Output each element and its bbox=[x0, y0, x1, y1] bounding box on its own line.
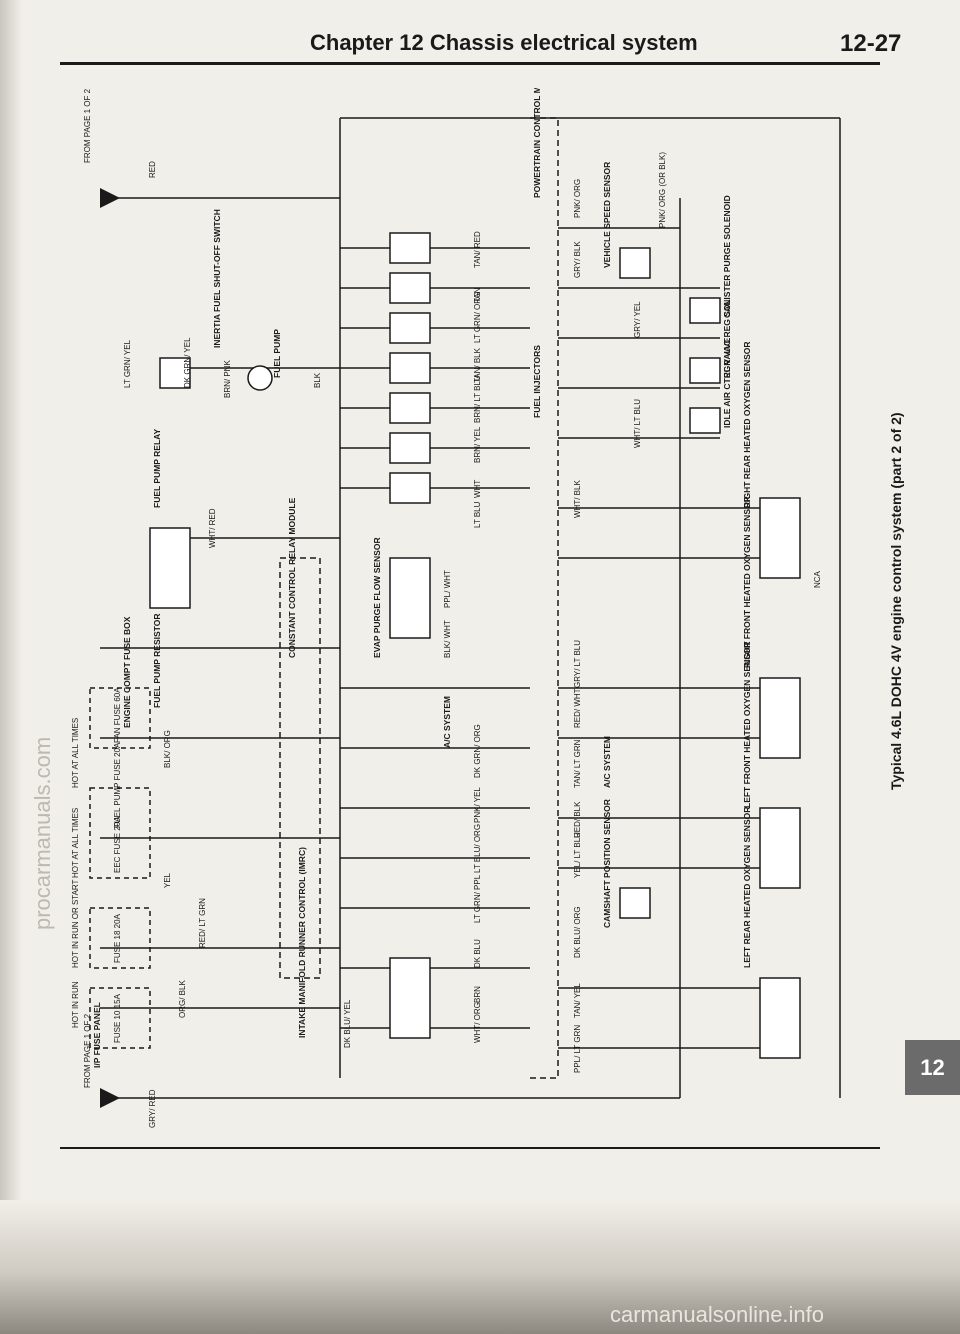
evap-sensor-label: EVAP PURGE FLOW SENSOR bbox=[372, 537, 382, 658]
canister-purge-label: CANISTER PURGE SOLENOID bbox=[722, 195, 732, 318]
wire-label-wht-org: WHT/ ORG bbox=[473, 1002, 482, 1043]
ip-fuse-panel-label: I/P FUSE PANEL bbox=[92, 1002, 102, 1068]
wire-label-brn-lt-blu: BRN/ LT BLU bbox=[473, 375, 482, 423]
wire-label-lt-blu-org: LT BLU/ ORG bbox=[473, 824, 482, 873]
wire-label-red-wht: RED/ WHT bbox=[573, 688, 582, 728]
ho2s-rr-label: RIGHT REAR HEATED OXYGEN SENSOR bbox=[742, 341, 752, 508]
wire-label-pnk-org: PNK/ ORG bbox=[573, 179, 582, 218]
inertia-switch-label: INERTIA FUEL SHUT-OFF SWITCH bbox=[212, 209, 222, 348]
watermark-side: procarmanuals.com bbox=[30, 736, 55, 930]
fuel-injectors-label: FUEL INJECTORS bbox=[532, 345, 542, 418]
wire-label-gry-lt-blu: GRY/ LT BLU bbox=[573, 640, 582, 688]
page-bottom-shadow bbox=[0, 1200, 960, 1334]
wire-label-brn-yel: BRN/ YEL bbox=[473, 426, 482, 463]
wire-label-tan-lt-grn: TAN/ LT GRN bbox=[573, 739, 582, 788]
wire-label-yel: YEL bbox=[163, 872, 172, 888]
engine-fuse-box-label: ENGINE COMPT FUSE BOX bbox=[122, 616, 132, 728]
page-header: Chapter 12 Chassis electrical system 12-… bbox=[0, 0, 960, 70]
wire-label-red-blk: RED/ BLK bbox=[573, 801, 582, 838]
vss-label: VEHICLE SPEED SENSOR bbox=[602, 162, 612, 268]
wire-label-tan: TAN bbox=[473, 287, 482, 303]
wire-label-pnk-org-blk: PNK/ ORG (OR BLK) bbox=[658, 152, 667, 228]
fan-fuse-label: FAN FUSE 60A bbox=[113, 687, 122, 743]
cmp-label: CAMSHAFT POSITION SENSOR bbox=[602, 799, 612, 928]
page-number: 12-27 bbox=[840, 30, 902, 57]
ccrm-label: CONSTANT CONTROL RELAY MODULE bbox=[287, 497, 297, 658]
ho2s-rf-label: RIGHT FRONT HEATED OXYGEN SENSOR bbox=[742, 496, 752, 668]
fuel-pump-resistor-label: FUEL PUMP RESISTOR bbox=[152, 614, 162, 708]
iac-label: IDLE AIR CTRL VALVE bbox=[722, 337, 732, 428]
wire-label-dk-grn-org: DK GRN/ ORG bbox=[473, 724, 482, 778]
wire-label-lt-grn-org: LT GRN/ ORG bbox=[473, 292, 482, 343]
wire-label-lt-blu: LT BLU bbox=[473, 501, 482, 528]
wiring-diagram: FROM PAGE 1 OF 2 FROM PAGE 1 OF 2 POWERT… bbox=[71, 88, 841, 1128]
wire-label-blk-wht: BLK/ WHT bbox=[443, 620, 452, 658]
ho2s-lr-label: LEFT REAR HEATED OXYGEN SENSOR bbox=[742, 807, 752, 968]
ac-system-label-1: A/C SYSTEM bbox=[442, 696, 452, 748]
wire-label-dk-grn-yel: DK GRN/ YEL bbox=[183, 337, 192, 388]
footer-rule bbox=[60, 1147, 880, 1149]
wire-label-yel-lt-blu: YEL/ LT BLU bbox=[573, 832, 582, 878]
header-rule bbox=[60, 62, 880, 65]
wire-label-pnk-yel: PNK/ YEL bbox=[473, 787, 482, 823]
wire-label-lt-grn-ppl: LT GRN/ PPL bbox=[473, 874, 482, 923]
chapter-title: Chapter 12 Chassis electrical system bbox=[310, 30, 698, 55]
eec-fuse-label: EEC FUSE 20A bbox=[113, 816, 122, 873]
wire-label-tan-red: TAN/ RED bbox=[473, 231, 482, 268]
from-page-flags bbox=[100, 188, 120, 1108]
wire-label-gry-red: GRY/ RED bbox=[148, 1089, 157, 1128]
egr-vac-label: EGR VAC REG SOL bbox=[722, 299, 732, 378]
wire-label-brn-pnk: BRN/ PNK bbox=[223, 360, 232, 398]
wire-label-dk-blu-org: DK BLU/ ORG bbox=[573, 906, 582, 958]
fuse-hot-run-start-label: HOT IN RUN OR START bbox=[71, 879, 80, 968]
wire-label-gry-blk: GRY/ BLK bbox=[573, 241, 582, 278]
wire-label-wht-blk: WHT/ BLK bbox=[573, 480, 582, 518]
wire-label-gry-yel: GRY/ YEL bbox=[633, 301, 642, 338]
fuel-pump-relay-label: FUEL PUMP RELAY bbox=[152, 428, 162, 508]
wire-label-red-lt-grn: RED/ LT GRN bbox=[198, 898, 207, 948]
figure-caption: Typical 4.6L DOHC 4V engine control syst… bbox=[888, 412, 904, 790]
wire-lines bbox=[89, 117, 841, 1099]
wire-label-lt-grn-yel: LT GRN/ YEL bbox=[123, 339, 132, 388]
fuse-18-label: FUSE 18 20A bbox=[113, 913, 122, 963]
wire-label-dk-blu: DK BLU bbox=[473, 939, 482, 968]
fuse-hot-all-2-label: HOT AT ALL TIMES bbox=[71, 718, 80, 788]
wire-label-wht-red: WHT/ RED bbox=[208, 508, 217, 548]
fuel-pump-fuse-label: FUEL PUMP FUSE 20A bbox=[113, 742, 122, 828]
wire-label-wht: WHT bbox=[473, 480, 482, 498]
wire-label-tan-yel: TAN/ YEL bbox=[573, 983, 582, 1018]
wire-label-brn: BRN bbox=[473, 986, 482, 1003]
pcm-label: POWERTRAIN CONTROL MODULE bbox=[532, 88, 542, 198]
wire-label-nca: NCA bbox=[813, 570, 822, 588]
injector-symbols bbox=[389, 232, 431, 504]
fuse-hot-run-label: HOT IN RUN bbox=[71, 981, 80, 1028]
from-page-top-label: FROM PAGE 1 OF 2 bbox=[83, 88, 92, 163]
wire-label-wht-lt-blu: WHT/ LT BLU bbox=[633, 399, 642, 448]
component-boxes bbox=[149, 247, 801, 1059]
chapter-tab: 12 bbox=[905, 1040, 960, 1095]
watermark-bottom: carmanualsonline.info bbox=[610, 1302, 825, 1327]
wire-label-ppl-lt-grn: PPL/ LT GRN bbox=[573, 1025, 582, 1073]
wire-label-red: RED bbox=[148, 161, 157, 178]
ac-system-label-2: A/C SYSTEM bbox=[602, 736, 612, 788]
wire-label-blk-org: BLK/ ORG bbox=[163, 730, 172, 768]
wire-label-tan-blk: TAN/ BLK bbox=[473, 347, 482, 383]
fuel-pump-label: FUEL PUMP bbox=[272, 329, 282, 378]
fuse-10-label: FUSE 10 15A bbox=[113, 993, 122, 1043]
wire-label-dk-blu-yel: DK BLU/ YEL bbox=[343, 999, 352, 1048]
wire-label-org-blk: ORG/ BLK bbox=[178, 980, 187, 1018]
page-gutter-shadow bbox=[0, 0, 22, 1334]
ho2s-lf-label: LEFT FRONT HEATED OXYGEN SENSOR bbox=[742, 641, 752, 808]
wire-label-ppl-wht: PPL/ WHT bbox=[443, 570, 452, 608]
from-page-bottom-label: FROM PAGE 1 OF 2 bbox=[83, 1013, 92, 1088]
wire-label-blk: BLK bbox=[313, 372, 322, 388]
imrc-label: INTAKE MANIFOLD RUNNER CONTROL (IMRC) bbox=[297, 847, 307, 1038]
fuse-hot-all-1-label: HOT AT ALL TIMES bbox=[71, 808, 80, 878]
diagram-labels: FROM PAGE 1 OF 2 FROM PAGE 1 OF 2 POWERT… bbox=[71, 88, 822, 1128]
